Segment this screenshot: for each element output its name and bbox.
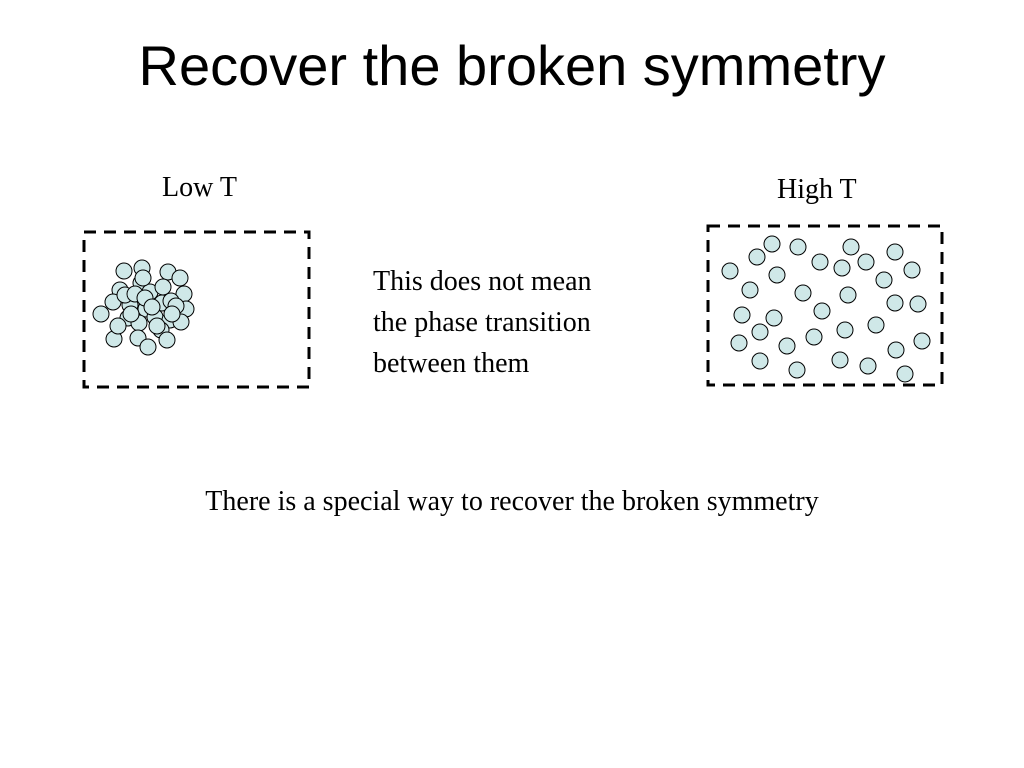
low-temperature-particle xyxy=(134,269,152,287)
high-temperature-particle xyxy=(867,316,885,334)
low-temperature-particle xyxy=(171,269,189,287)
low-temperature-particle xyxy=(163,305,181,323)
high-temperature-particle xyxy=(909,295,927,313)
high-temperature-particle xyxy=(741,281,759,299)
low-temperature-particle xyxy=(115,262,133,280)
high-temperature-label: High T xyxy=(777,174,857,205)
high-temperature-particle xyxy=(794,284,812,302)
high-temperature-particle xyxy=(875,271,893,289)
high-temperature-particle xyxy=(842,238,860,256)
high-temperature-box xyxy=(706,224,944,387)
high-temperature-particle xyxy=(896,365,914,383)
high-temperature-particle xyxy=(778,337,796,355)
high-temperature-particle xyxy=(831,351,849,369)
high-temperature-particle xyxy=(768,266,786,284)
high-temperature-particle xyxy=(887,341,905,359)
middle-note: This does not mean the phase transition … xyxy=(373,261,592,384)
high-temperature-particle xyxy=(857,253,875,271)
low-temperature-particle xyxy=(148,317,166,335)
low-temperature-particle xyxy=(109,317,127,335)
high-temperature-particle xyxy=(886,243,904,261)
high-temperature-particle xyxy=(721,262,739,280)
high-temperature-particle xyxy=(763,235,781,253)
high-temperature-particle xyxy=(733,306,751,324)
low-temperature-box xyxy=(82,230,311,389)
high-temperature-particle xyxy=(913,332,931,350)
high-temperature-particle xyxy=(833,259,851,277)
middle-note-line-1: This does not mean xyxy=(373,266,592,297)
middle-note-line-3: between them xyxy=(373,348,530,379)
high-temperature-particle xyxy=(788,361,806,379)
high-temperature-particle xyxy=(730,334,748,352)
middle-note-line-2: the phase transition xyxy=(373,307,591,338)
low-temperature-label: Low T xyxy=(162,172,237,203)
low-temperature-particle xyxy=(143,298,161,316)
high-temperature-particle xyxy=(751,352,769,370)
high-temperature-particles xyxy=(721,235,931,383)
high-temperature-particle xyxy=(748,248,766,266)
high-temperature-particle xyxy=(903,261,921,279)
high-temperature-particle xyxy=(751,323,769,341)
high-temperature-particle xyxy=(813,302,831,320)
low-temperature-particle xyxy=(92,305,110,323)
high-temperature-particle xyxy=(859,357,877,375)
high-temperature-particle xyxy=(805,328,823,346)
low-temperature-particle xyxy=(139,338,157,356)
high-temperature-particle xyxy=(836,321,854,339)
low-temperature-particle xyxy=(158,331,176,349)
high-temperature-particle xyxy=(886,294,904,312)
low-temperature-particle xyxy=(122,305,140,323)
slide-title: Recover the broken symmetry xyxy=(138,34,886,97)
high-temperature-particle xyxy=(811,253,829,271)
low-temperature-particles xyxy=(92,259,195,356)
low-temperature-particle xyxy=(154,278,172,296)
high-temperature-particle xyxy=(765,309,783,327)
high-temperature-particle xyxy=(789,238,807,256)
bottom-note: There is a special way to recover the br… xyxy=(205,486,819,517)
high-temperature-particle xyxy=(839,286,857,304)
